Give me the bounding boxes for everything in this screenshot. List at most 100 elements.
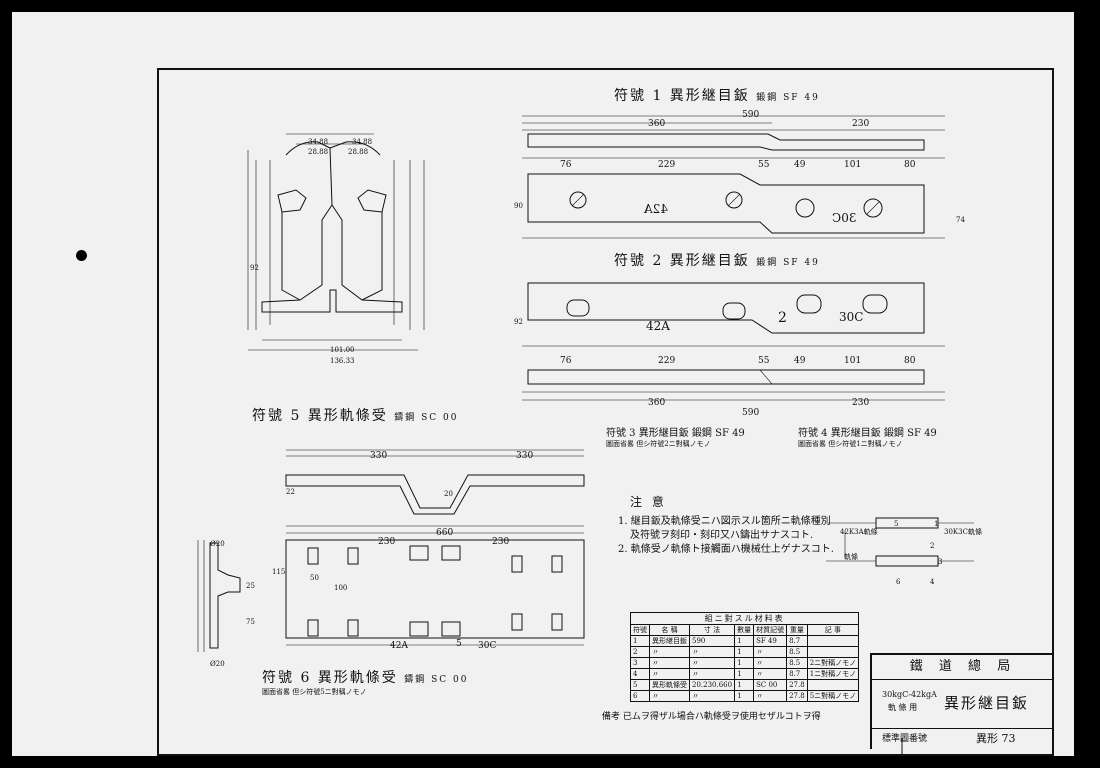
dim-chair-660: 660 [436,528,454,538]
dim2-seg-b: 229 [658,356,676,366]
dim2-plate-right: 230 [852,398,870,408]
plate-1-drawing [522,115,945,239]
dim-seg-b: 229 [658,160,676,170]
chair-side-drawing [197,540,241,652]
dim-side-25: 25 [246,582,255,590]
title-block-body: 30kgC-42kgA 軌 條 用 異形継目鈑 [872,680,1054,729]
dim-seg-e: 101 [844,160,862,170]
chair-mark-30C: 30C [478,641,497,651]
title-block-org: 鐵 道 總 局 [872,655,1054,680]
part-3-caption: 符號 3 異形継目鈑 鍛鋼 SF 49 圖面省畧 但シ符號2ニ對稱ノモノ [606,428,745,448]
title-block-name: 異形継目鈑 [944,694,1030,712]
joint-inset-drawing [826,517,974,567]
dim2-seg-c: 55 [758,356,770,366]
dim-sec-top-r: 34.88 [352,138,373,146]
dim-chair-230b: 230 [492,537,510,547]
dim-side-75: 75 [246,618,255,626]
chair-5-drawing [285,449,585,646]
dim-plate-h90: 90 [514,202,523,210]
dim-plate-total: 590 [742,110,760,120]
dim-chair-50: 50 [310,574,319,582]
title-block-std-label: 標準圖番號 [882,734,928,744]
dim-chair-230a: 230 [378,537,396,547]
dim-sec-top-l: 34.88 [308,138,329,146]
dim-seg-d: 49 [794,160,806,170]
inset-n4: 4 [930,578,935,586]
note-line-2: 2. 軌條受ノ軌條ト接觸面ハ機械仕上ゲナスコト. [618,544,834,555]
dim-chair-20: 20 [444,490,453,498]
dim2-seg-f: 80 [904,356,916,366]
chair-mark-5: 5 [456,639,462,649]
part-4-caption: 符號 4 異形継目鈑 鍛鋼 SF 49 圖面省畧 但シ符號1ニ對稱ノモノ [798,428,937,448]
dim-chair-100: 100 [334,584,348,592]
part-4-subnote: 圖面省畧 但シ符號1ニ對稱ノモノ [798,440,903,448]
table-row: 2〃〃1〃8.5 [630,646,860,658]
dim-plate-h74: 74 [956,216,965,224]
table-header: 重量 [786,624,808,636]
material-table-caption: 組ニ對スル材料表 [630,612,860,624]
table-header: 記 事 [806,624,860,636]
dim-sec-base2: 136.33 [330,357,355,365]
dim2-plate-left: 360 [648,398,666,408]
note-line-1b: 及符號ヲ刻印・刻印又ハ鑄出サナスコト. [630,530,814,541]
inset-right-label: 30K3C軌條 [944,528,982,536]
inset-left-label: 42K3A軌條 [840,528,878,536]
table-header: 數量 [734,624,755,636]
dim-sec-h92: 92 [250,264,259,272]
dim-seg-a: 76 [560,160,572,170]
title-block-std-no: 異形 73 [976,732,1016,745]
dim-sec-base1: 101.00 [330,346,355,354]
inset-n2: 2 [930,542,935,550]
dim-sec-top2-l: 28.88 [308,148,329,156]
table-header: 符號 [630,624,650,636]
drawing-frame [157,68,1054,756]
dim-side-115: 115 [272,568,286,576]
dim-chair-330a: 330 [370,451,388,461]
mark-42A: 42A [646,319,670,333]
dim-sec-top2-r: 28.88 [348,148,369,156]
mark-42A-mirrored: 42A [644,202,668,216]
mark-30C-mirrored: 30C [832,211,857,225]
mark-30C: 30C [839,310,864,324]
part-5-caption: 符號 5 異形軌條受 鑄鋼 SC 00 [252,408,459,424]
part-2-caption: 符號 2 異形継目鈑 鍛鋼 SF 49 [614,253,820,269]
title-block-rail: 30kgC-42kgA [882,690,937,699]
inset-n1: 1 [934,520,939,528]
inset-n3: 3 [938,558,943,566]
dim-chair-22: 22 [286,488,295,496]
dim-plate-left: 360 [648,119,666,129]
dim2-plate-total: 590 [742,408,760,418]
inset-n5: 5 [894,520,899,528]
table-header-row: 符號 名 稱 寸 法 數量 材質記號 重量 記 事 [630,624,860,636]
drawing-linework [197,115,974,756]
dim2-seg-d: 49 [794,356,806,366]
mark-2: 2 [778,310,787,326]
plate-2-drawing [522,282,945,401]
dim-seg-c: 55 [758,160,770,170]
table-header: 寸 法 [688,624,736,636]
dim-side-020: Ø20 [210,540,225,548]
dim-side-020b: Ø20 [210,660,225,668]
dim-plate2-h92: 92 [514,318,523,326]
note-line-1: 1. 継目鈑及軌條受ニハ図示スル箇所ニ軌條種別 [618,516,831,527]
dim2-seg-a: 76 [560,356,572,366]
table-header: 名 稱 [649,624,690,636]
inset-side: 軌條 [844,553,858,561]
dim-seg-f: 80 [904,160,916,170]
remark-note: 備考 已ムヲ得ザル場合ハ軌條受ヲ使用セザルコトヲ得 [602,712,821,722]
title-block-number: 標準圖番號 異形 73 [872,729,1054,749]
dim-chair-330b: 330 [516,451,534,461]
part-6-caption: 符號 6 異形軌條受 鑄鋼 SC 00 圖面省畧 但シ符號5ニ對稱ノモノ [262,670,469,696]
title-block: 鐵 道 總 局 30kgC-42kgA 軌 條 用 異形継目鈑 標準圖番號 異形… [870,653,1054,749]
part-6-subnote: 圖面省畧 但シ符號5ニ對稱ノモノ [262,688,367,696]
notes-heading: 注 意 [630,495,667,509]
drawing-sheet: 符號 1 異形継目鈑 鍛鋼 SF 49 符號 2 異形継目鈑 鍛鋼 SF 49 … [12,12,1074,756]
table-header: 材質記號 [753,624,788,636]
dim2-seg-e: 101 [844,356,862,366]
